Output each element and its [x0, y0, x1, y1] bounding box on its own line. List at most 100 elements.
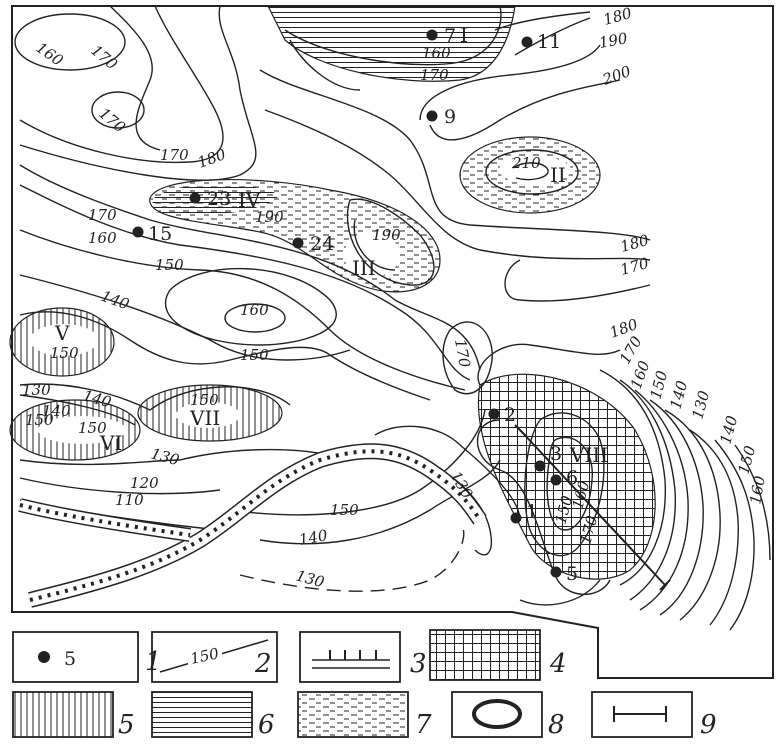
- contour-label: 190: [255, 208, 284, 226]
- well-label: 3: [550, 443, 562, 465]
- legend-box-6: [151, 691, 253, 738]
- well-dot: [426, 110, 438, 122]
- well-dot: [550, 566, 562, 578]
- contour-label: 180: [195, 145, 228, 172]
- ellipse-outline-icon: [472, 699, 522, 729]
- well-dot-icon: [38, 651, 50, 663]
- well-dot: [510, 512, 522, 524]
- contour-label: 140: [716, 413, 741, 446]
- legend-box-3: [299, 631, 401, 683]
- zone-label-VIII: VIII: [569, 443, 608, 467]
- well-dot: [488, 408, 500, 420]
- contour-label: 150: [155, 256, 184, 274]
- legend-sample-1: 5: [64, 648, 76, 670]
- well-label: 5: [566, 563, 578, 585]
- legend-num-4: 4: [549, 649, 567, 679]
- contour-label: 210: [511, 154, 541, 172]
- legend-box-7: [297, 691, 409, 738]
- legend-num-3: 3: [410, 649, 427, 679]
- zone-I-fill: [267, 5, 516, 82]
- contour-label: 150: [50, 344, 79, 362]
- contour-label: 140: [666, 378, 691, 411]
- well-label: 6: [566, 467, 578, 489]
- profile-line: [514, 424, 671, 591]
- contour-label: 180: [601, 4, 634, 29]
- legend-num-6: 6: [258, 710, 275, 740]
- legend-num-7: 7: [415, 710, 432, 740]
- legend-box-9: [591, 691, 693, 738]
- contour-label: 190: [598, 29, 630, 52]
- contour-label: 170: [451, 338, 474, 370]
- contour-label: 200: [599, 62, 633, 89]
- well-dot: [292, 237, 304, 249]
- contour-label: 120: [130, 474, 159, 492]
- well-dot: [521, 36, 533, 48]
- legend-box-5: [12, 691, 114, 738]
- contour-label: 150: [25, 411, 54, 429]
- legend-num-2: 2: [254, 649, 272, 679]
- legend-box-2: [151, 631, 278, 683]
- contour-label: 150: [78, 419, 107, 437]
- well-label: 2: [504, 404, 516, 426]
- contour-label: 150: [330, 501, 359, 519]
- contour-label: 130: [688, 388, 713, 421]
- contour-label: 130: [294, 566, 327, 591]
- map-frame: [11, 5, 774, 679]
- legend-num-8: 8: [548, 710, 565, 740]
- zone-IV-solid: [152, 184, 280, 215]
- contour-label: 160: [88, 229, 117, 247]
- well-dot: [534, 460, 546, 472]
- contour-label: 140: [99, 287, 132, 314]
- contour-label: 160: [746, 474, 769, 506]
- contour-label: 170: [160, 146, 189, 164]
- contour-label: 110: [115, 491, 144, 509]
- legend-box-4: [429, 629, 541, 681]
- zone-label-III: III: [352, 256, 376, 280]
- contour-label: 130: [22, 381, 51, 399]
- zone-label-IV: IV: [238, 188, 261, 212]
- legend-box-8: [451, 691, 543, 738]
- zone-label-VI: VI: [99, 431, 122, 455]
- contour-lines: [14, 5, 771, 631]
- zone-label-II: II: [550, 163, 566, 187]
- profile-line-icon: [613, 706, 667, 722]
- contour-label: 150: [190, 391, 219, 409]
- contour-label: 170: [618, 254, 651, 279]
- well-dot: [132, 226, 144, 238]
- contour-label: 170: [88, 206, 117, 224]
- legend: 5 1 150 2 3 4 5 6 7 8 9: [12, 629, 717, 740]
- well-dot: [189, 192, 201, 204]
- legend-sample-2: 150: [189, 644, 221, 668]
- legend-num-1: 1: [145, 647, 162, 677]
- contour-label: 160: [240, 301, 269, 319]
- contour-label: 140: [42, 402, 71, 420]
- contour-label: 140: [298, 526, 330, 549]
- contour-labels: 160 170 170 170 180 170 160 150 140 130 …: [22, 4, 769, 591]
- well-label: 15: [148, 223, 172, 245]
- fault-band: [18, 443, 487, 608]
- legend-box-1: [12, 631, 139, 683]
- fault-band-icon: [312, 650, 390, 669]
- zone-labels: I II III IV V VI VII VIII: [54, 23, 608, 467]
- well-label: 23: [207, 188, 231, 210]
- well-dot: [426, 29, 438, 41]
- contour-label: 190: [372, 226, 401, 244]
- well-label: 7: [444, 25, 456, 47]
- legend-num-9: 9: [700, 710, 717, 740]
- contour-label: 150: [240, 346, 269, 364]
- well-label: 24: [310, 233, 334, 255]
- well-label: 9: [444, 106, 456, 128]
- zone-label-I: I: [460, 23, 468, 47]
- zone-label-V: V: [54, 321, 70, 345]
- well-label: 11: [537, 31, 561, 53]
- zone-label-VII: VII: [189, 406, 220, 430]
- well-dot: [550, 474, 562, 486]
- contour-label: 130: [149, 444, 182, 469]
- well-label: 1: [526, 501, 538, 523]
- contour-label: 170: [87, 41, 121, 73]
- contour-label: 170: [420, 66, 449, 84]
- contour-label: 150: [734, 443, 759, 476]
- contour-label: 170: [95, 104, 129, 136]
